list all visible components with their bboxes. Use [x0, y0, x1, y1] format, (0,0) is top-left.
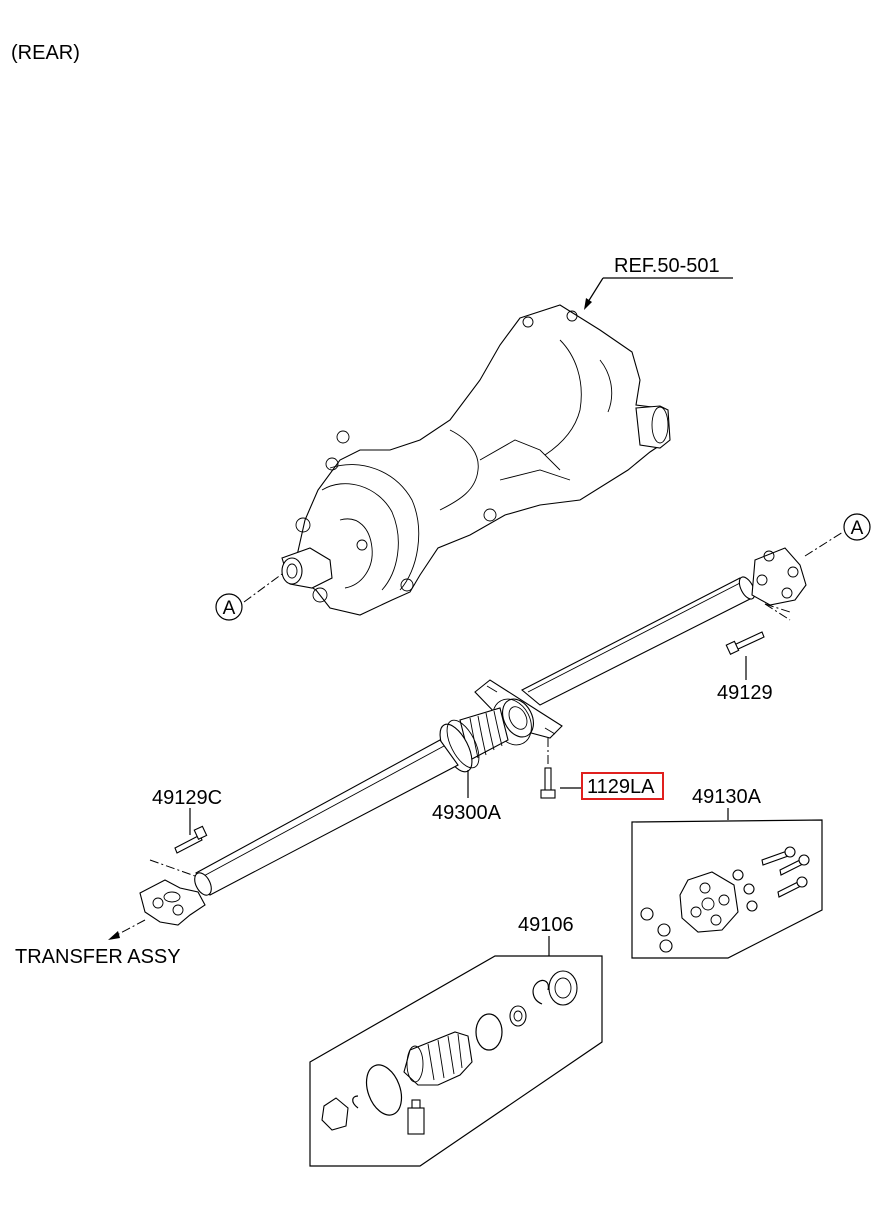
bolt-49129-dash-2 [764, 603, 791, 613]
coupling-kit-frame [631, 819, 823, 959]
ref-arrowhead [584, 298, 592, 310]
connector-a-right-line [804, 531, 844, 557]
ref-label: REF.50-501 [614, 255, 720, 277]
view-label: (REAR) [11, 42, 80, 64]
bolt-49129[interactable] [725, 631, 765, 655]
boot-kit-parts[interactable] [321, 970, 578, 1135]
bolt-49129-dash-1 [764, 603, 791, 621]
connector-a-left[interactable] [215, 593, 243, 621]
bolt-1129la[interactable] [540, 767, 556, 799]
bolt-49129c-dash [149, 859, 196, 877]
propeller-shaft[interactable] [139, 547, 807, 926]
callout-49129c[interactable]: 49129C [152, 787, 222, 809]
transfer-dash [114, 919, 146, 937]
callout-49129[interactable]: 49129 [717, 682, 773, 704]
transfer-arrowhead [108, 931, 120, 940]
rear-differential[interactable] [281, 304, 671, 616]
callout-49130a[interactable]: 49130A [692, 786, 762, 808]
ref-leader [587, 277, 604, 303]
connector-a-left-label: A [223, 598, 236, 619]
callout-49106[interactable]: 49106 [518, 914, 574, 936]
connector-a-right-label: A [851, 518, 864, 539]
callout-transfer[interactable]: TRANSFER ASSY [15, 946, 181, 968]
connector-a-right[interactable] [843, 513, 871, 541]
callout-49300a[interactable]: 49300A [432, 802, 502, 824]
bolt-49129c[interactable] [174, 825, 208, 854]
boot-kit-frame [309, 955, 603, 1167]
highlight-box-1129la [581, 772, 664, 800]
callout-1129la[interactable]: 1129LA [587, 776, 655, 798]
coupling-kit-parts[interactable] [640, 846, 810, 953]
connector-a-left-line [243, 573, 283, 603]
